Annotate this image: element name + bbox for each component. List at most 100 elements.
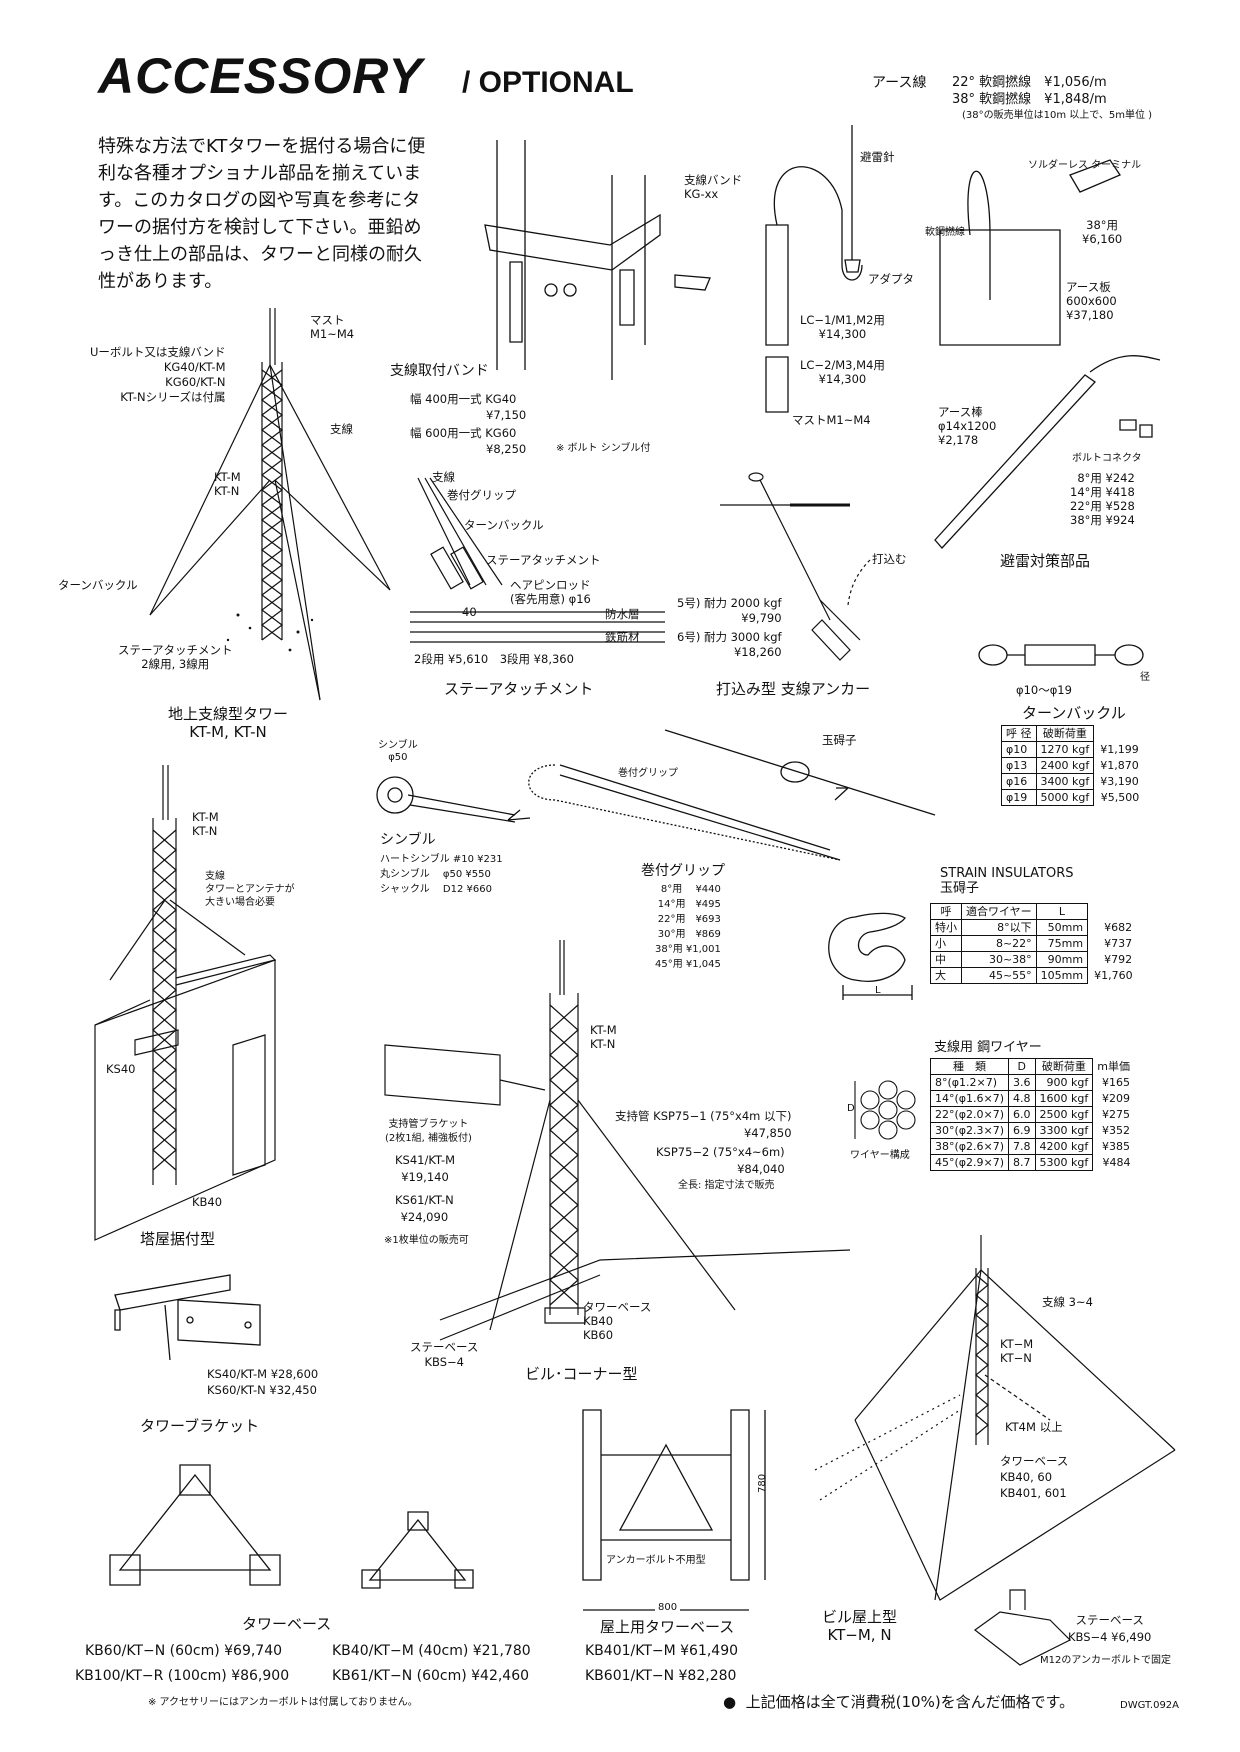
corner-pipe2-label: KSP75−2 (75°x4~6m) ¥84,040 (656, 1145, 785, 1176)
lightning-rod-label: 避雷針 (860, 150, 895, 164)
roof-tower-base-label: タワーベース KB40, 60 KB401, 601 (1000, 1454, 1069, 1500)
table-cell: 75mm (1035, 935, 1089, 952)
corner-stay-base-label: ステーベース KBS−4 (410, 1340, 479, 1369)
page-title: ACCESSORY (98, 48, 423, 104)
steel-wire-D-label: D (847, 1103, 855, 1114)
anchor-caption: 打込み型 支線アンカー (716, 680, 871, 698)
table-cell: ¥484 (1102, 1155, 1131, 1169)
ground-tower-mast-label: マスト M1~M4 (310, 313, 355, 341)
band-row2-model: 幅 600用一式 KG60 (410, 426, 517, 440)
table-cell: ¥1,760 (1094, 968, 1133, 982)
band-title: 支線取付バンド (390, 363, 489, 379)
tower-bracket-caption: タワーブラケット (140, 1417, 260, 1435)
stay-caption: ステーアタッチメント (444, 680, 594, 698)
building-tower-guy-label: 支線 タワーとアンテナが 大きい場合必要 (205, 871, 295, 908)
band-row2-price: ¥8,250 (486, 442, 527, 456)
table-cell: ¥1,870 (1100, 758, 1139, 772)
band-label: 支線バンド KG-xx (684, 173, 743, 201)
table-cell: ¥165 (1101, 1075, 1130, 1089)
lightning-adapter-label: アダプタ (868, 272, 914, 286)
table-cell: ¥1,199 (1100, 742, 1139, 756)
thimble-label: シンブル φ50 (378, 740, 418, 763)
table-cell: 3300 kgf (1034, 1122, 1094, 1139)
table-cell: 2500 kgf (1034, 1106, 1094, 1123)
building-tower-ks40-label: KS40 (106, 1062, 136, 1076)
steel-wire-structure-label: ワイヤー構成 (850, 1150, 910, 1161)
insulator-L-label: L (875, 985, 881, 996)
table-cell: 4.8 (1008, 1090, 1036, 1107)
band-note: ※ ボルト シンブル付 (556, 443, 651, 454)
lightning-lc2-label: LC−2/M3,M4用 ¥14,300 (800, 358, 885, 386)
stay-attachment-label: ステーアタッチメント (486, 553, 601, 567)
anchor-drive-label: 打込む (872, 552, 907, 566)
steel-wire-header-price: m単価 (1097, 1059, 1130, 1073)
turnbuckle-header-load: 破断荷重 (1035, 725, 1095, 742)
building-tower-model-label: KT-M KT-N (192, 810, 219, 838)
table-cell: 2400 kgf (1035, 757, 1095, 774)
table-cell: 6.0 (1008, 1106, 1036, 1123)
ground-tower-caption: 地上支線型タワー KT-M, KT-N (168, 705, 289, 741)
corner-ks61-label: KS61/KT-N ¥24,090 (395, 1193, 454, 1224)
tower-base-caption: タワーベース (242, 1615, 332, 1633)
table-cell: 22°(φ2.0×7) (929, 1106, 1010, 1123)
table-cell: 900 kgf (1034, 1074, 1094, 1091)
building-tower-kb40-label: KB40 (192, 1195, 223, 1209)
roof-tower-note: M12のアンカーボルトで固定 (1040, 1655, 1171, 1666)
table-cell: 5300 kgf (1034, 1154, 1094, 1171)
stay-grip-label: 巻付グリップ (447, 488, 516, 502)
tower-base-note: ※ アクセサリーにはアンカーボルトは付属しておりません。 (148, 1697, 418, 1708)
corner-length-note: 全長: 指定寸法で販売 (678, 1180, 775, 1191)
ground-tower-ubolt-label: Uーボルト又は支線バンド KG40/KT-M KG60/KT-N KT-Nシリー… (90, 345, 226, 404)
table-cell: 8.7 (1008, 1154, 1036, 1171)
table-cell: 30~38° (961, 951, 1037, 968)
solderless-terminal-label: ソルダーレス ターミナル (1028, 160, 1142, 171)
earth-wire-label: アース線 (872, 75, 927, 91)
lightning-mast-label: マストM1~M4 (792, 413, 871, 427)
earth-wire-row2: 38° 軟鋼撚線 ¥1,848/m (952, 92, 1107, 107)
tower-bracket-prices: KS40/KT-M ¥28,600 KS60/KT-N ¥32,450 (207, 1367, 319, 1397)
bolt-connector-prices: 8°用 ¥242 14°用 ¥418 22°用 ¥528 38°用 ¥924 (1070, 471, 1135, 527)
grip-prices: 8°用 ¥440 14°用 ¥495 22°用 ¥693 30°用 ¥869 3… (655, 884, 721, 970)
table-cell: 5000 kgf (1035, 789, 1095, 806)
table-cell: 105mm (1035, 967, 1089, 984)
table-cell: ¥352 (1101, 1123, 1130, 1137)
insulator-title: STRAIN INSULATORS 玉碍子 (940, 866, 1074, 896)
table-cell: φ16 (1001, 773, 1037, 790)
turnbuckle-range: φ10～φ19 (1016, 683, 1072, 697)
table-cell: ¥275 (1101, 1107, 1130, 1121)
table-cell: ¥682 (1104, 920, 1133, 934)
roof-tower-model-label: KT−M KT−N (1000, 1337, 1034, 1365)
corner-pipe1-label: 支持管 KSP75−1 (75°x4m 以下) ¥47,850 (615, 1109, 792, 1140)
insulator-label: 玉碍子 (822, 733, 857, 747)
anchor-no5-label: 5号) 耐力 2000 kgf ¥9,790 (677, 596, 782, 625)
footer-code: DWGT.092A (1120, 1700, 1180, 1711)
roof-base-caption: 屋上用タワーベース (600, 1618, 735, 1636)
table-cell: 1600 kgf (1034, 1090, 1094, 1107)
stay-prices: 2段用 ¥5,610 3段用 ¥8,360 (414, 652, 574, 666)
stay-hairpin-label: ヘアピンロッド (客先用意) φ16 (510, 578, 591, 606)
earth-plate-label: アース板 600x600 ¥37,180 (1066, 280, 1117, 322)
grip-title: 巻付グリップ (641, 863, 725, 879)
table-cell: ¥209 (1101, 1091, 1130, 1105)
corner-base-label: タワーベース KB40 KB60 (583, 1300, 652, 1342)
turnbuckle-title: ターンバックル (1022, 704, 1126, 722)
